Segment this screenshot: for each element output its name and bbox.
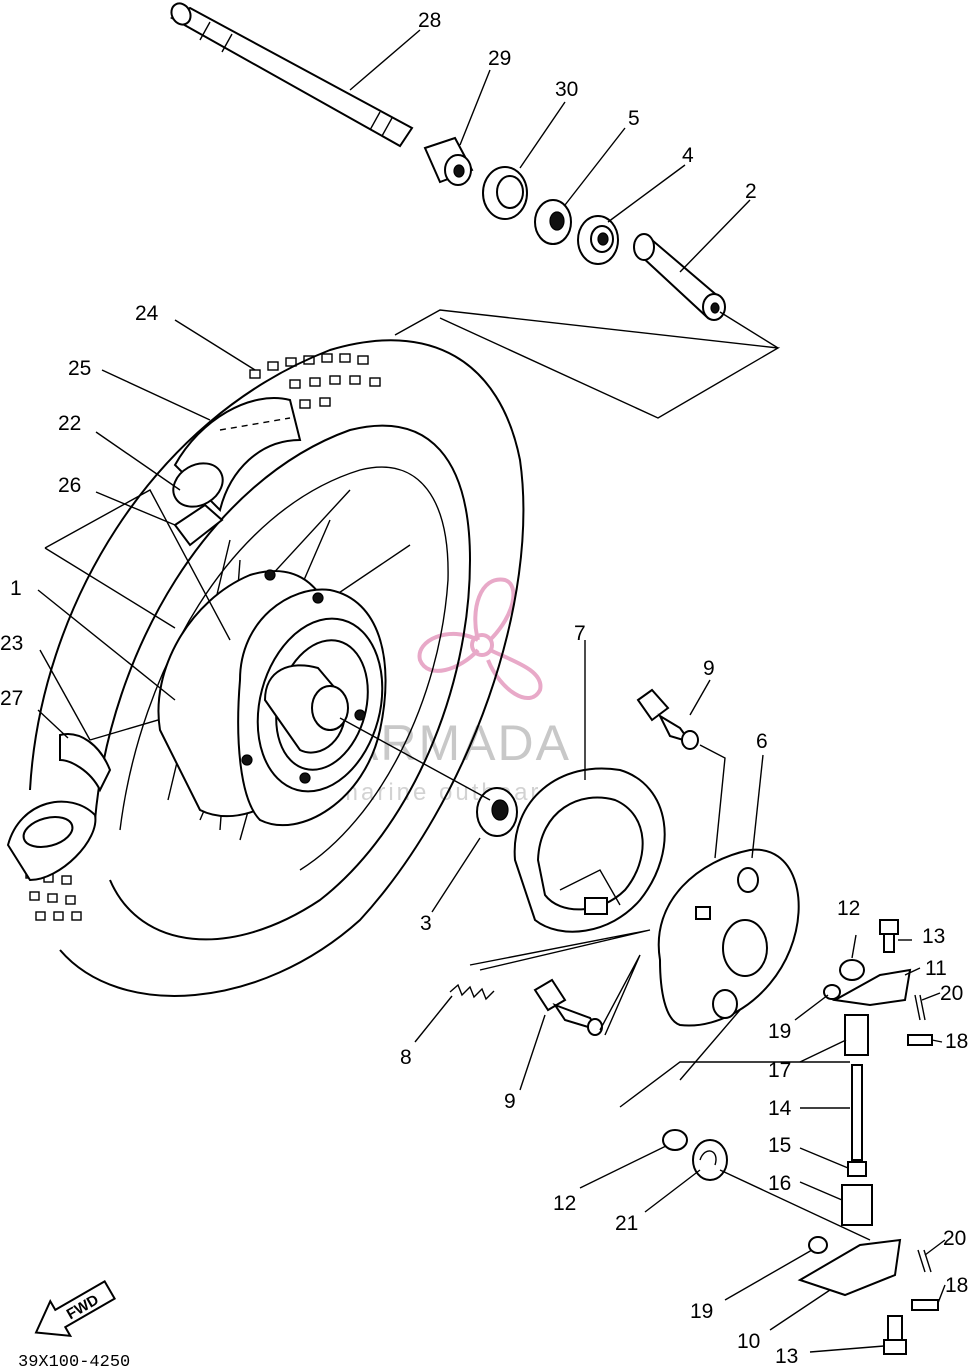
collar xyxy=(423,136,474,186)
label-3: 3 xyxy=(420,912,432,935)
cam-lever-11 xyxy=(823,959,912,1007)
joint-16 xyxy=(841,1184,873,1226)
label-18-upper: 18 xyxy=(945,1030,968,1053)
brake-plate xyxy=(657,848,800,1027)
brake-cam-9-upper xyxy=(636,688,699,750)
cam-lever-10 xyxy=(797,1236,902,1297)
propeller-logo-icon xyxy=(417,577,543,700)
label-9-upper: 9 xyxy=(703,657,715,680)
joint-17 xyxy=(844,1014,869,1056)
bearing-4 xyxy=(577,215,619,265)
rod-14 xyxy=(851,1064,863,1161)
label-23: 23 xyxy=(0,632,23,655)
tube-valve xyxy=(172,397,302,547)
pin-18-lower xyxy=(911,1299,939,1311)
label-21: 21 xyxy=(615,1212,638,1235)
label-26: 26 xyxy=(58,474,81,497)
spacer xyxy=(633,233,726,321)
label-17: 17 xyxy=(768,1059,791,1082)
label-7: 7 xyxy=(574,622,586,645)
bolt-13-upper xyxy=(879,919,899,953)
wheel-hub xyxy=(157,569,387,826)
label-2: 2 xyxy=(745,180,757,203)
watermark: ARMADA marine outboard xyxy=(338,577,571,806)
pin-20-lower xyxy=(917,1249,932,1273)
spring-21 xyxy=(692,1139,728,1181)
label-13-upper: 13 xyxy=(922,925,945,948)
label-9-lower: 9 xyxy=(504,1090,516,1113)
tire-tread xyxy=(249,353,381,409)
label-22: 22 xyxy=(58,412,81,435)
rim-band xyxy=(6,733,112,882)
label-1: 1 xyxy=(10,577,22,600)
label-27: 27 xyxy=(0,687,23,710)
bearing-5 xyxy=(534,199,572,245)
label-12-upper: 12 xyxy=(837,897,860,920)
assembly-guide-lines xyxy=(44,489,871,1241)
watermark-title: ARMADA xyxy=(345,715,571,771)
label-14: 14 xyxy=(768,1097,792,1120)
label-28: 28 xyxy=(418,9,441,32)
drawing-code: 39X100-4250 xyxy=(18,1353,130,1372)
label-20-upper: 20 xyxy=(940,982,963,1005)
label-12-lower: 12 xyxy=(553,1192,576,1215)
brake-cam-9-lower xyxy=(533,978,603,1036)
label-20-lower: 20 xyxy=(943,1227,966,1250)
label-19-lower: 19 xyxy=(690,1300,713,1323)
label-15: 15 xyxy=(768,1134,791,1157)
nut-15 xyxy=(847,1161,867,1177)
label-11: 11 xyxy=(925,957,947,980)
pin-20-upper xyxy=(914,994,926,1021)
bolt-13-lower xyxy=(883,1315,907,1355)
bearing-3 xyxy=(476,787,518,837)
label-18-lower: 18 xyxy=(945,1274,968,1297)
axle-shaft xyxy=(169,2,414,148)
part-labels: 1 2 3 4 5 6 7 8 9 9 10 11 12 12 13 13 14… xyxy=(0,9,968,1368)
label-29: 29 xyxy=(488,47,511,70)
label-8: 8 xyxy=(400,1046,412,1069)
forward-direction-arrow: FWD xyxy=(34,1279,117,1338)
label-6: 6 xyxy=(756,730,768,753)
label-25: 25 xyxy=(68,357,91,380)
label-5: 5 xyxy=(628,107,640,130)
label-4: 4 xyxy=(682,144,694,167)
watermark-subtitle: marine outboard xyxy=(338,779,558,806)
pin-18-upper xyxy=(907,1034,933,1046)
label-30: 30 xyxy=(555,78,578,101)
label-10: 10 xyxy=(737,1330,760,1353)
label-19-upper: 19 xyxy=(768,1020,791,1043)
leader-lines xyxy=(37,29,946,1353)
label-13-lower: 13 xyxy=(775,1345,798,1368)
return-spring xyxy=(449,983,495,1001)
oil-seal xyxy=(482,166,528,220)
label-16: 16 xyxy=(768,1172,791,1195)
washer-12-lower xyxy=(662,1129,688,1151)
label-24: 24 xyxy=(135,302,159,325)
brake-shoe xyxy=(513,767,666,933)
